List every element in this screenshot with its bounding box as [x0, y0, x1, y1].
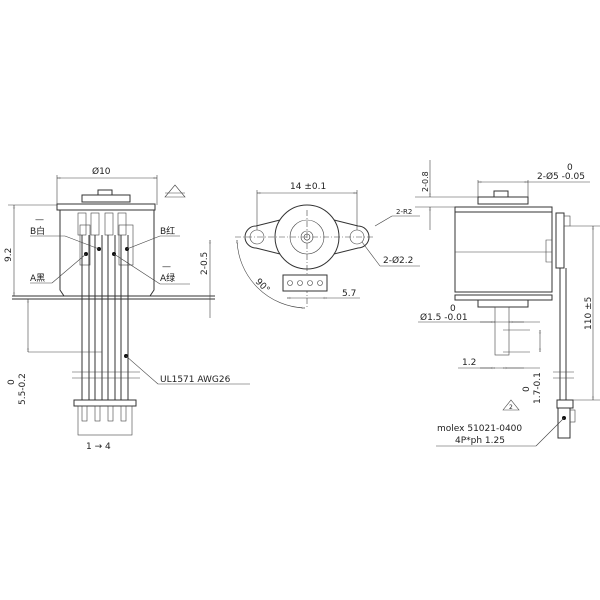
flat-tol-bottom: 1.7-0.1	[533, 372, 543, 404]
warning-triangle-icon	[164, 184, 186, 198]
connector-housing	[73, 399, 137, 407]
wire-label-a-green: A绿	[160, 272, 175, 284]
flat-tol-top: 0	[522, 386, 532, 392]
boss-diameter-label: 2-Ø5 -0.05	[537, 171, 585, 182]
flat-width-label: 1.2	[462, 358, 476, 368]
front-view: Ø10 1 → 4 — B白 A黑	[4, 166, 250, 452]
wire-label-bar: —	[35, 215, 44, 225]
lead-tol-top: 0	[7, 379, 17, 385]
motor-body	[59, 210, 155, 297]
top-view: 14 ±0.1 5.7 90° 2-R2 2-Ø2.2	[235, 182, 420, 310]
boss-tol-top: 0	[567, 163, 573, 173]
revision-triangle-icon: 2	[502, 399, 520, 411]
connector-spec-label: 4P*ph 1.25	[455, 436, 505, 446]
wire-spec-label: UL1571 AWG26	[160, 375, 231, 385]
side-view: 2-0.8 0 2-Ø5 -0.05 0 Ø1.5 -0.01 1.2 0 1.…	[415, 160, 600, 447]
connector-offset-label: 5.7	[342, 289, 356, 299]
wire-label-a-black: A黑	[30, 273, 45, 284]
flange-offset-label: 2-0.5	[200, 252, 210, 275]
wire-label-b-red: B红	[160, 225, 175, 237]
shaft-tol-top: 0	[450, 304, 456, 314]
side-connector	[557, 407, 571, 439]
shaft	[494, 306, 510, 356]
lead-length-label: 110 ±5	[584, 297, 594, 330]
cap-height-label: 2-0.8	[421, 171, 430, 192]
ear-radius-label: 2-R2	[396, 208, 412, 216]
revision-mark: 2	[509, 404, 513, 411]
hole-diameter-label: 2-Ø2.2	[383, 255, 413, 266]
pin-order-label: 1 → 4	[86, 442, 111, 452]
wire-label-bar: —	[162, 262, 171, 272]
lead-wires	[81, 235, 129, 400]
hole-spacing-label: 14 ±0.1	[290, 182, 326, 192]
motor-top-rim	[56, 203, 156, 211]
lead-tol-bottom: 5.5-0.2	[18, 373, 28, 405]
connector-part-label: molex 51021-0400	[437, 424, 522, 434]
wire-label-b-white: B白	[30, 225, 45, 237]
shaft-diameter-label: Ø1.5 -0.01	[420, 312, 468, 323]
diameter-label: Ø10	[92, 166, 111, 177]
top-connector	[282, 274, 328, 292]
height-label: 9.2	[4, 248, 14, 262]
angle-label: 90°	[253, 277, 271, 295]
